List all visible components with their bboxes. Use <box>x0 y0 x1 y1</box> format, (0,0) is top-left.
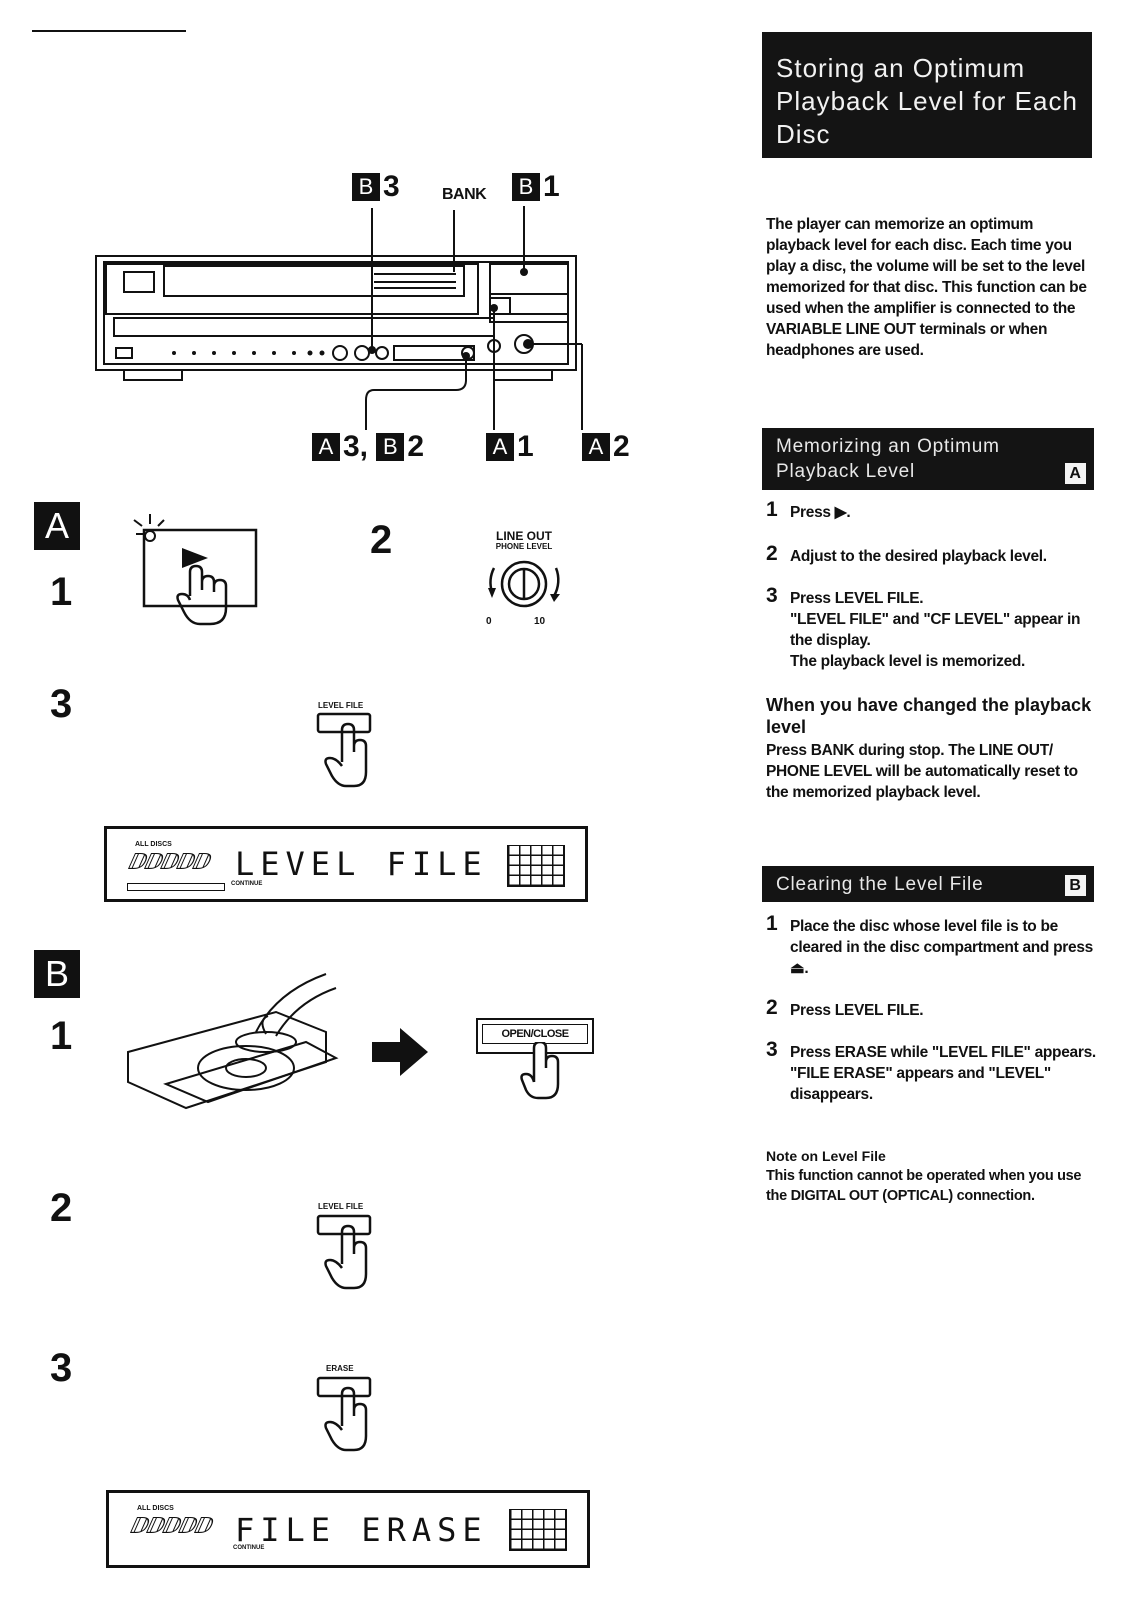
section-a-step-1: 1 Press ▶. <box>766 498 1106 523</box>
intro-paragraph: The player can memorize an optimum playb… <box>766 216 1087 359</box>
level-file-button-label-a: LEVEL FILE <box>318 701 364 710</box>
callout-num: 2 <box>613 430 630 463</box>
step-b3-number: 3 <box>50 1346 73 1390</box>
step-number: 3 <box>766 584 778 607</box>
knob-min: 0 <box>486 616 492 627</box>
section-a-step-2: 2 Adjust to the desired playback level. <box>766 542 1106 567</box>
erase-button-press <box>316 1376 372 1452</box>
tag-a: A <box>312 433 340 461</box>
step-number: 1 <box>766 912 778 935</box>
step-number: 2 <box>766 996 778 1019</box>
cd-player-illustration <box>95 206 583 430</box>
section-a-tag: A <box>1065 463 1086 484</box>
step-a2-number: 2 <box>370 518 393 562</box>
header-rule <box>32 30 186 32</box>
tag-b: B <box>512 173 540 201</box>
callout-num: 1 <box>543 170 560 203</box>
step-number: 1 <box>766 498 778 521</box>
step-subtext: "FILE ERASE" appears and "LEVEL" disappe… <box>790 1065 1051 1103</box>
section-b-tag: B <box>1065 875 1086 896</box>
knob-label-sub: PHONE LEVEL <box>495 542 553 551</box>
display-text: FILE ERASE <box>235 1511 488 1549</box>
step-b1-number: 1 <box>50 1014 73 1058</box>
step-text: Press LEVEL FILE. <box>790 1002 924 1019</box>
knob-max: 10 <box>534 616 546 627</box>
level-file-button-press-b <box>316 1214 372 1290</box>
display-bar <box>127 883 225 891</box>
knob-label: LINE OUT PHONE LEVEL <box>484 530 564 551</box>
display-all-discs: ALL DISCS <box>135 841 172 848</box>
section-b-marker: B <box>34 950 80 998</box>
callout-num: 1 <box>517 430 534 463</box>
callout-num: 2 <box>407 430 425 463</box>
note-heading: Note on Level File <box>766 1148 886 1164</box>
step-a3-number: 3 <box>50 682 73 726</box>
line-out-knob-icon <box>488 560 560 608</box>
disc-number-grid <box>509 1509 567 1551</box>
section-a-marker: A <box>34 502 80 550</box>
hand-press-icon <box>520 1042 560 1100</box>
section-b-step-3: 3 Press ERASE while "LEVEL FILE" appears… <box>766 1038 1106 1105</box>
step-subtext: "LEVEL FILE" and "CF LEVEL" appear in th… <box>790 611 1081 649</box>
display-continue: CONTINUE <box>233 1545 265 1551</box>
step-text: Press LEVEL FILE. <box>790 590 924 607</box>
erase-button-label: ERASE <box>326 1364 354 1373</box>
step-subtext: The playback level is memorized. <box>790 653 1026 670</box>
step-number: 2 <box>766 542 778 565</box>
section-b-heading: Clearing the Level File B <box>762 866 1094 902</box>
section-b-heading-text: Clearing the Level File <box>776 874 984 895</box>
callout-num: 3, <box>343 430 369 463</box>
step-text: Place the disc whose level file is to be… <box>790 918 1093 977</box>
tag-b: B <box>352 173 380 201</box>
level-file-button-press-a <box>316 712 372 788</box>
disc-number-grid <box>507 845 565 887</box>
tip-heading: When you have changed the playback level <box>766 695 1092 737</box>
step-b2-number: 2 <box>50 1186 73 1230</box>
disc-icons: ⅅⅅⅅⅅⅅ <box>129 1513 211 1538</box>
disc-tray-illustration <box>127 973 339 1110</box>
tag-a: A <box>486 433 514 461</box>
step-text: Press ERASE while "LEVEL FILE" appears. <box>790 1044 1096 1061</box>
display-text: LEVEL FILE <box>235 845 488 883</box>
note-text: This function cannot be operated when yo… <box>766 1168 1082 1204</box>
step-text: Press ▶. <box>790 504 851 521</box>
page-title: Storing an Optimum Playback Level for Ea… <box>762 32 1092 158</box>
arrow-right-icon <box>372 1028 428 1076</box>
play-button-press-illustration <box>133 514 258 626</box>
step-a1-number: 1 <box>50 570 73 614</box>
display-level-file: ALL DISCS ⅅⅅⅅⅅⅅ LEVEL FILE CONTINUE <box>104 826 588 902</box>
step-number: 3 <box>766 1038 778 1061</box>
section-b-step-1: 1 Place the disc whose level file is to … <box>766 912 1106 979</box>
section-b-step-2: 2 Press LEVEL FILE. <box>766 996 1106 1021</box>
section-a-heading-text: Memorizing an Optimum Playback Level <box>776 436 1000 482</box>
section-a-heading: Memorizing an Optimum Playback Level A <box>762 428 1094 490</box>
display-all-discs: ALL DISCS <box>137 1505 174 1512</box>
tip-text: Press BANK during stop. The LINE OUT/ PH… <box>766 742 1078 801</box>
display-file-erase: ALL DISCS ⅅⅅⅅⅅⅅ FILE ERASE CONTINUE <box>106 1490 590 1568</box>
section-a-step-3: 3 Press LEVEL FILE. "LEVEL FILE" and "CF… <box>766 584 1106 672</box>
tag-b: B <box>376 433 405 461</box>
display-continue: CONTINUE <box>231 881 263 887</box>
knob-label-top: LINE OUT <box>496 529 552 543</box>
bank-label: BANK <box>442 186 487 203</box>
step-text: Adjust to the desired playback level. <box>790 548 1047 565</box>
level-file-button-label-b: LEVEL FILE <box>318 1202 364 1211</box>
tag-a: A <box>582 433 610 461</box>
callout-num: 3 <box>383 170 400 203</box>
open-close-label: OPEN/CLOSE <box>482 1024 588 1044</box>
disc-icons: ⅅⅅⅅⅅⅅ <box>127 849 209 874</box>
